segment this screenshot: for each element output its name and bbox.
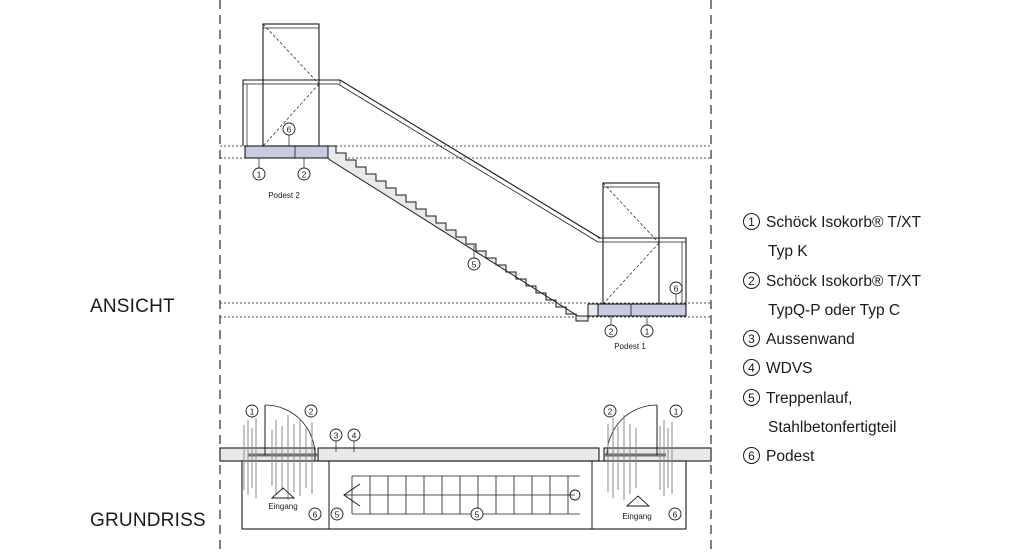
landing-upper-label: Podest 2 bbox=[268, 191, 300, 200]
legend-number-5: 5 bbox=[743, 388, 760, 406]
stair-flight bbox=[327, 145, 599, 322]
marker-5-elevation: 5 bbox=[472, 260, 477, 270]
legend-item-2: 2 Schöck Isokorb® T/XT TypQ-P oder Typ C bbox=[743, 267, 921, 326]
marker-2-plan-left: 2 bbox=[309, 407, 314, 417]
legend-text-5b: Stahlbetonfertigteil bbox=[768, 419, 897, 437]
hatching bbox=[243, 415, 673, 500]
marker-6-plan-right: 6 bbox=[673, 510, 678, 520]
marker-1-plan-right: 1 bbox=[674, 407, 679, 417]
legend-item-5: 5 Treppenlauf, Stahlbetonfertigteil bbox=[743, 384, 921, 443]
marker-2-plan-right: 2 bbox=[608, 407, 613, 417]
entrance-label-left: Eingang bbox=[268, 502, 297, 511]
marker-6-lower: 6 bbox=[674, 284, 679, 294]
legend-text-3: Aussenwand bbox=[766, 331, 855, 349]
legend-number-2: 2 bbox=[743, 271, 760, 289]
legend-number-1: 1 bbox=[743, 213, 760, 230]
plan-outline bbox=[241, 460, 687, 530]
entrance-triangle-left bbox=[270, 487, 296, 499]
entrance-triangle-right bbox=[625, 495, 651, 507]
landing-upper bbox=[244, 145, 334, 159]
markers bbox=[245, 122, 683, 521]
lower-door bbox=[602, 182, 660, 305]
legend-item-4: 4 WDVS bbox=[743, 354, 921, 383]
marker-1-upper: 1 bbox=[257, 170, 262, 180]
marker-6-upper: 6 bbox=[287, 125, 292, 135]
legend-text-6: Podest bbox=[766, 448, 815, 466]
marker-6-plan-left: 6 bbox=[313, 510, 318, 520]
wall-middle bbox=[317, 447, 600, 462]
legend-item-6: 6 Podest bbox=[743, 442, 921, 471]
landing-lower-label: Podest 1 bbox=[614, 342, 646, 351]
legend-text-4: WDVS bbox=[766, 360, 813, 378]
handrail-lower bbox=[598, 237, 687, 304]
marker-2-upper: 2 bbox=[302, 170, 307, 180]
legend-number-4: 4 bbox=[743, 359, 760, 377]
marker-1-lower: 1 bbox=[645, 327, 650, 337]
legend-text-2b: TypQ-P oder Typ C bbox=[768, 301, 901, 319]
legend-item-3: 3 Aussenwand bbox=[743, 325, 921, 354]
marker-4-plan: 4 bbox=[352, 431, 357, 441]
legend-text-2: Schöck Isokorb® T/XT bbox=[766, 272, 921, 290]
legend-text-1b: Typ K bbox=[768, 243, 808, 261]
marker-2-lower: 2 bbox=[609, 327, 614, 337]
plan-view-label: GRUNDRISS bbox=[90, 510, 206, 531]
marker-5-plan-center: 5 bbox=[475, 510, 480, 520]
legend-text-1: Schöck Isokorb® T/XT bbox=[766, 214, 921, 231]
legend-text-5: Treppenlauf, bbox=[766, 389, 853, 407]
legend-item-1: 1 Schöck Isokorb® T/XT Typ K bbox=[743, 208, 921, 267]
legend-number-6: 6 bbox=[743, 447, 760, 465]
marker-1-plan-left: 1 bbox=[250, 407, 255, 417]
legend-number-3: 3 bbox=[743, 330, 760, 348]
landing-lower bbox=[597, 303, 687, 317]
handrail-upper bbox=[242, 79, 601, 239]
marker-3-plan: 3 bbox=[334, 431, 339, 441]
elevation-view-label: ANSICHT bbox=[90, 296, 175, 317]
entrance-label-right: Eingang bbox=[622, 512, 651, 521]
marker-5-plan-left: 5 bbox=[335, 510, 340, 520]
